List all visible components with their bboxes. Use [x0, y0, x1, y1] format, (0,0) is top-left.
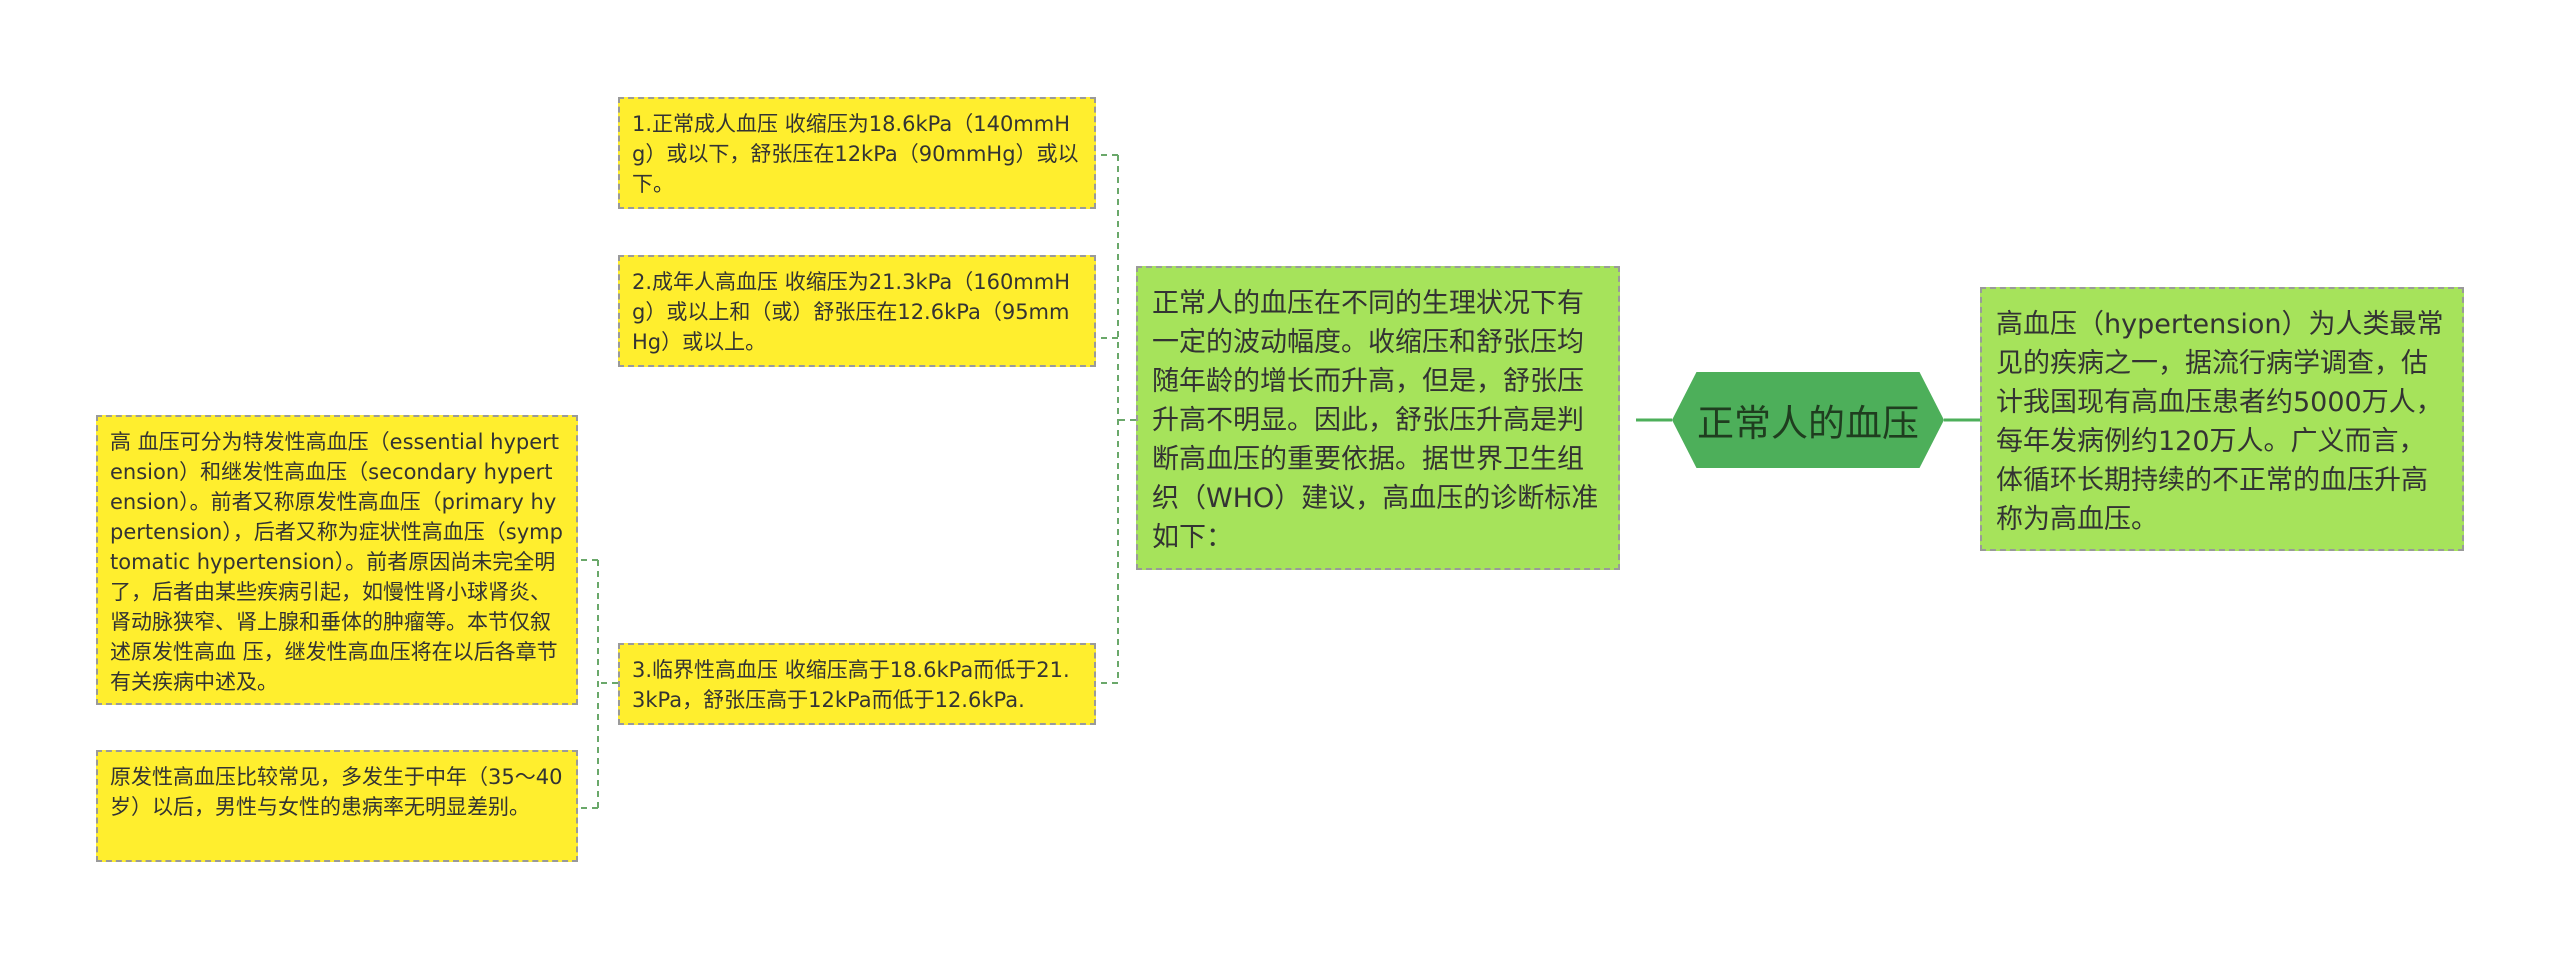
connector-mid-criteria — [1096, 154, 1136, 684]
detail-text-2: 原发性高血压比较常见，多发生于中年（35～40岁）以后，男性与女性的患病率无明显… — [110, 765, 563, 819]
central-topic-label: 正常人的血压 — [1697, 402, 1919, 445]
criterion-node-1[interactable]: 1.正常成人血压 收缩压为18.6kPa（140mmHg）或以下，舒张压在12k… — [618, 97, 1096, 209]
criterion-node-3[interactable]: 3.临界性高血压 收缩压高于18.6kPa而低于21.3kPa，舒张压高于12k… — [618, 643, 1096, 725]
criterion-text-2: 2.成年人高血压 收缩压为21.3kPa（160mmHg）或以上和（或）舒张压在… — [632, 270, 1071, 354]
criterion-text-3: 3.临界性高血压 收缩压高于18.6kPa而低于21.3kPa，舒张压高于12k… — [632, 658, 1070, 712]
criterion-node-2[interactable]: 2.成年人高血压 收缩压为21.3kPa（160mmHg）或以上和（或）舒张压在… — [618, 255, 1096, 367]
detail-node-2[interactable]: 原发性高血压比较常见，多发生于中年（35～40岁）以后，男性与女性的患病率无明显… — [96, 750, 578, 862]
criterion-text-1: 1.正常成人血压 收缩压为18.6kPa（140mmHg）或以下，舒张压在12k… — [632, 112, 1079, 196]
connector-criterion3-details — [578, 559, 618, 809]
normal-bp-text: 正常人的血压在不同的生理状况下有一定的波动幅度。收缩压和舒张压均随年龄的增长而升… — [1152, 288, 1599, 553]
detail-text-1: 高 血压可分为特发性高血压（essential hypertension）和继发… — [110, 430, 563, 694]
central-topic-node[interactable]: 正常人的血压 — [1672, 372, 1944, 468]
intro-text: 高血压（hypertension）为人类最常见的疾病之一，据流行病学调查，估计我… — [1996, 309, 2444, 535]
detail-node-1[interactable]: 高 血压可分为特发性高血压（essential hypertension）和继发… — [96, 415, 578, 705]
normal-bp-node[interactable]: 正常人的血压在不同的生理状况下有一定的波动幅度。收缩压和舒张压均随年龄的增长而升… — [1136, 266, 1620, 570]
intro-node[interactable]: 高血压（hypertension）为人类最常见的疾病之一，据流行病学调查，估计我… — [1980, 287, 2464, 551]
